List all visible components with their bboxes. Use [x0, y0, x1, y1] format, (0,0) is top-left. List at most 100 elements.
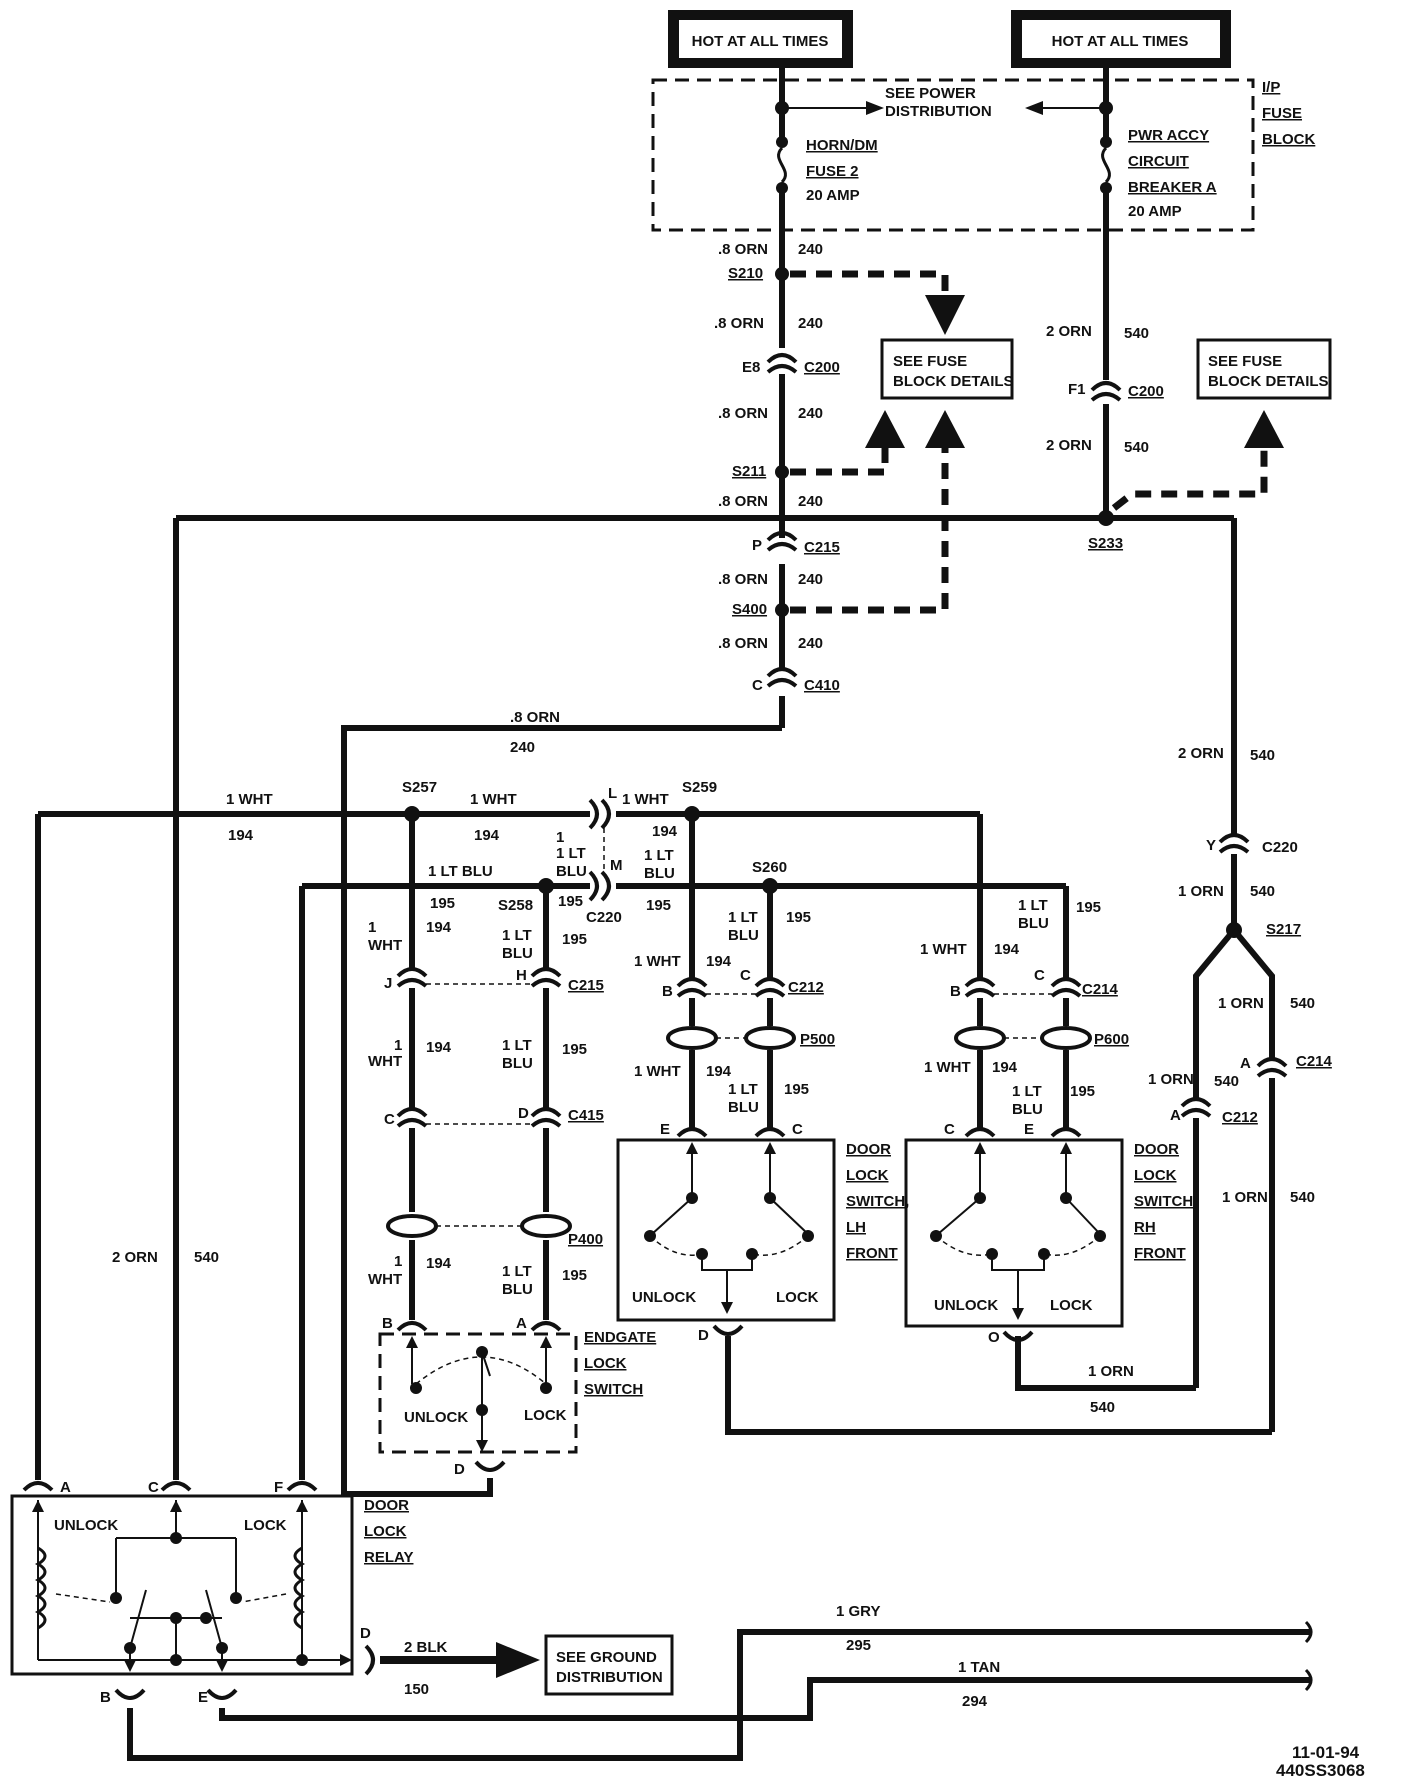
wire-label: 1 [368, 919, 376, 936]
door-lock-switch-rh-front: UNLOCK LOCK DOOR LOCK SWITCH, RH FRONT O [904, 1138, 1197, 1346]
horn-fuse-label-1: HORN/DM [806, 137, 878, 154]
wire-label: 1 ORN [1218, 995, 1264, 1012]
p500-label: P500 [800, 1031, 835, 1048]
wire-label: 1 LT [728, 1081, 758, 1098]
wire-label: .8 ORN [718, 493, 768, 510]
wire-label: 1 WHT [634, 953, 681, 970]
c214-label-rh: C214 [1082, 981, 1119, 998]
wire-number: 194 [652, 823, 678, 840]
rh-switch-label: LOCK [1134, 1167, 1177, 1184]
cavity-label: P [752, 537, 762, 554]
wire-label: 1 [394, 1253, 402, 1270]
see-ground-label: SEE GROUND [556, 1649, 657, 1666]
p600-label: P600 [1094, 1031, 1129, 1048]
wire-number: 150 [404, 1681, 429, 1698]
door-lock-switch-lh-front: UNLOCK LOCK DOOR LOCK SWITCH, LH FRONT D [616, 1138, 909, 1344]
lh-switch-label: DOOR [846, 1141, 891, 1158]
power-source-right: HOT AT ALL TIMES [1011, 10, 1231, 68]
breaker-label-2: CIRCUIT [1128, 153, 1189, 170]
s211-label: S211 [732, 463, 766, 480]
wire-label: 1 WHT [622, 791, 669, 808]
relay-label-3: RELAY [364, 1549, 413, 1566]
relay-lock-label: LOCK [244, 1517, 287, 1534]
s233-label: S233 [1088, 535, 1123, 552]
wire-number: 195 [646, 897, 671, 914]
cavity-label: L [608, 785, 617, 802]
wire-number: 540 [1124, 325, 1149, 342]
s217-label: S217 [1266, 921, 1301, 938]
cavity-label: B [950, 983, 961, 1000]
c415-label: C415 [568, 1107, 604, 1124]
wire-label: 1 LT [644, 847, 674, 864]
cavity-label: Y [1206, 837, 1216, 854]
cavity-label: C [384, 1111, 395, 1128]
s260-label: S260 [752, 859, 787, 876]
wire-label: BLU [644, 865, 675, 882]
ip-fuse-block-label-1: I/P [1262, 79, 1280, 96]
splice-s400 [775, 603, 789, 617]
wire-number: 195 [786, 909, 811, 926]
relay-label-2: LOCK [364, 1523, 407, 1540]
wire-label: BLU [728, 1099, 759, 1116]
wire-number: 540 [194, 1249, 219, 1266]
wire-label: 2 ORN [112, 1249, 158, 1266]
wire-number: 195 [562, 1041, 587, 1058]
wire-label: 1 GRY [836, 1603, 880, 1620]
wire-label: 1 ORN [1222, 1189, 1268, 1206]
lh-switch-label: FRONT [846, 1245, 898, 1262]
breaker-label-1: PWR ACCY [1128, 127, 1209, 144]
hot-at-all-times-label-right: HOT AT ALL TIMES [1052, 33, 1189, 50]
wire-label: 1 LT BLU [428, 863, 493, 880]
c220-label-right: C220 [1262, 839, 1298, 856]
endgate-lock-switch: UNLOCK LOCK ENDGATE LOCK SWITCH D [378, 1329, 656, 1478]
wire-number: 195 [562, 1267, 587, 1284]
cavity-label: A [1170, 1107, 1181, 1124]
cavity-label: A [516, 1315, 527, 1332]
cavity-label: M [610, 857, 623, 874]
wire-label: 1 WHT [924, 1059, 971, 1076]
cavity-label: B [100, 1689, 111, 1706]
wire-number: 195 [784, 1081, 809, 1098]
cavity-label: F1 [1068, 381, 1086, 398]
cavity-label: C [740, 967, 751, 984]
lh-unlock-label: UNLOCK [632, 1289, 696, 1306]
distribution-label: DISTRIBUTION [885, 103, 992, 120]
cavity-label: C [148, 1479, 159, 1496]
wire-number: 540 [1124, 439, 1149, 456]
see-fuse-label: BLOCK DETAILS [893, 373, 1014, 390]
wire-number: 195 [1070, 1083, 1095, 1100]
c215-label-endgate: C215 [568, 977, 604, 994]
wire-number: 194 [994, 941, 1020, 958]
wire-number: 540 [1250, 883, 1275, 900]
rh-lock-label: LOCK [1050, 1297, 1093, 1314]
wire-label: 1 ORN [1148, 1071, 1194, 1088]
ip-fuse-block-outline [651, 78, 1255, 232]
relay-label-1: DOOR [364, 1497, 409, 1514]
wire-label: 2 ORN [1178, 745, 1224, 762]
rh-switch-label: DOOR [1134, 1141, 1179, 1158]
wire-number: 294 [962, 1693, 988, 1710]
wire-label: 2 BLK [404, 1639, 448, 1656]
see-fuse-label: SEE FUSE [893, 353, 967, 370]
wire-label: 2 ORN [1046, 323, 1092, 340]
cavity-label: A [1240, 1055, 1251, 1072]
lh-switch-label: SWITCH, [846, 1193, 909, 1210]
wire-label: 2 ORN [1046, 437, 1092, 454]
wire-number: 240 [798, 571, 823, 588]
c200-label-right: C200 [1128, 383, 1164, 400]
cavity-label: J [384, 975, 392, 992]
cavity-label: B [662, 983, 673, 1000]
wire-label: BLU [1018, 915, 1049, 932]
lh-switch-label: LOCK [846, 1167, 889, 1184]
c200-label-left: C200 [804, 359, 840, 376]
cavity-label: C [752, 677, 763, 694]
c215-label-top: C215 [804, 539, 840, 556]
wire-label: 1 LT [502, 1037, 532, 1054]
wire-label: BLU [502, 1055, 533, 1072]
wire-number: 195 [430, 895, 455, 912]
wire-number: 540 [1250, 747, 1275, 764]
cavity-label: D [698, 1327, 709, 1344]
s400-label: S400 [732, 601, 767, 618]
endgate-label-2: LOCK [584, 1355, 627, 1372]
